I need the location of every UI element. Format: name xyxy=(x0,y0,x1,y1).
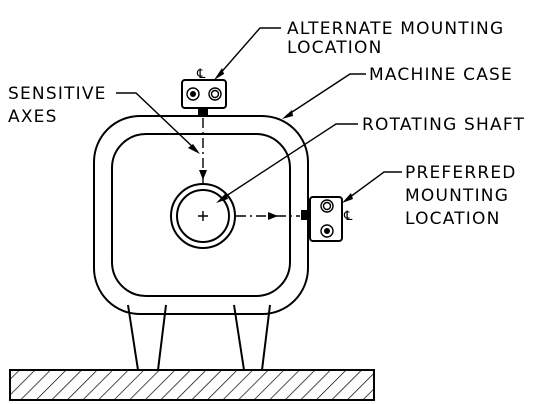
label-sensitive-line1: SENSITIVE xyxy=(8,84,107,104)
alt-centerline-symbol: ℄ xyxy=(196,67,207,82)
shaft-center-mark xyxy=(198,211,208,221)
preferred-mounting-sensor xyxy=(301,196,343,242)
pref-centerline-symbol: ℄ xyxy=(343,209,354,224)
label-preferred-line1: PREFERRED xyxy=(405,163,517,183)
right-leg xyxy=(233,304,271,371)
label-alternate-line1: ALTERNATE MOUNTING xyxy=(287,19,504,39)
left-leg xyxy=(127,304,167,371)
alternate-leader xyxy=(217,27,281,77)
alt-sensor-body xyxy=(181,79,227,109)
machine-case-outer xyxy=(93,115,309,315)
label-preferred-line2: MOUNTING xyxy=(405,186,509,206)
label-alternate-line2: LOCATION xyxy=(287,38,383,58)
ground-base xyxy=(9,369,375,401)
machine-case-leader xyxy=(285,73,366,117)
alternate-mounting-sensor xyxy=(181,79,227,117)
pref-sensor-stud xyxy=(301,210,310,220)
label-sensitive-line2: AXES xyxy=(8,107,58,127)
pref-sensor-body xyxy=(309,196,343,242)
label-machine-case: MACHINE CASE xyxy=(369,65,513,85)
shaft-inner xyxy=(176,189,230,243)
rotating-shaft-leader xyxy=(219,123,358,201)
alt-sensor-stud xyxy=(198,108,208,117)
sensitive-leader xyxy=(116,92,197,151)
label-preferred-line3: LOCATION xyxy=(405,209,501,229)
machine-case-inner xyxy=(111,133,291,297)
axis-arrow-down xyxy=(199,170,207,180)
label-rotating-shaft: ROTATING SHAFT xyxy=(362,115,525,135)
preferred-leader xyxy=(345,171,402,201)
axis-arrow-right xyxy=(268,212,278,220)
